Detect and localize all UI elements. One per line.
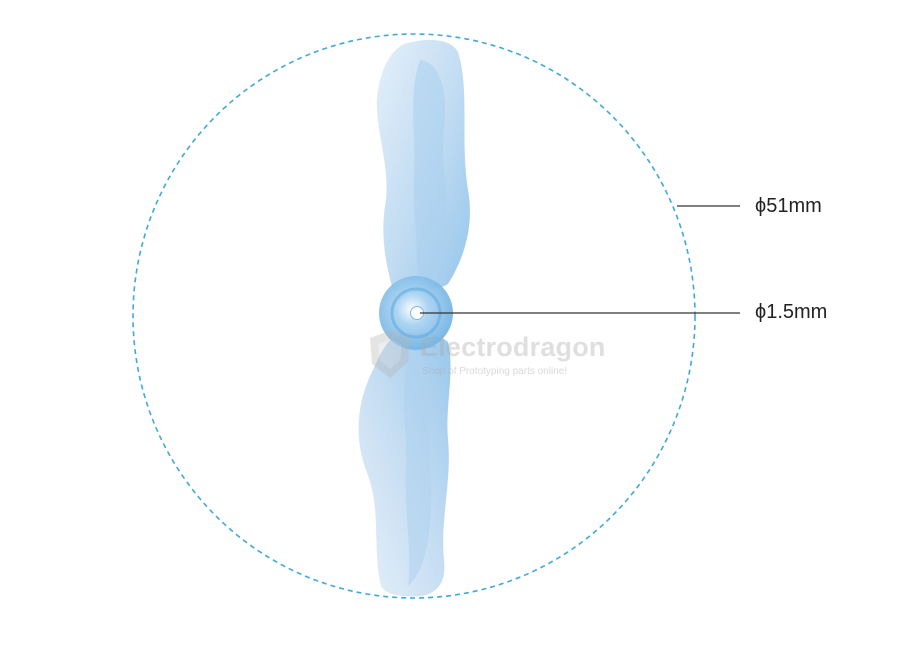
dragon-logo-icon — [370, 330, 410, 378]
propeller-blade-top-shade — [413, 60, 448, 286]
diameter-circle — [132, 33, 696, 599]
hub-hole-label: ϕ1.5mm — [755, 301, 828, 323]
diameter-label: ϕ51mm — [755, 195, 822, 217]
propeller-blade-bottom-shade — [403, 350, 432, 586]
watermark-brand: Electrodragon — [420, 332, 606, 362]
watermark-tagline: Shop of Prototyping parts online! — [422, 366, 568, 377]
